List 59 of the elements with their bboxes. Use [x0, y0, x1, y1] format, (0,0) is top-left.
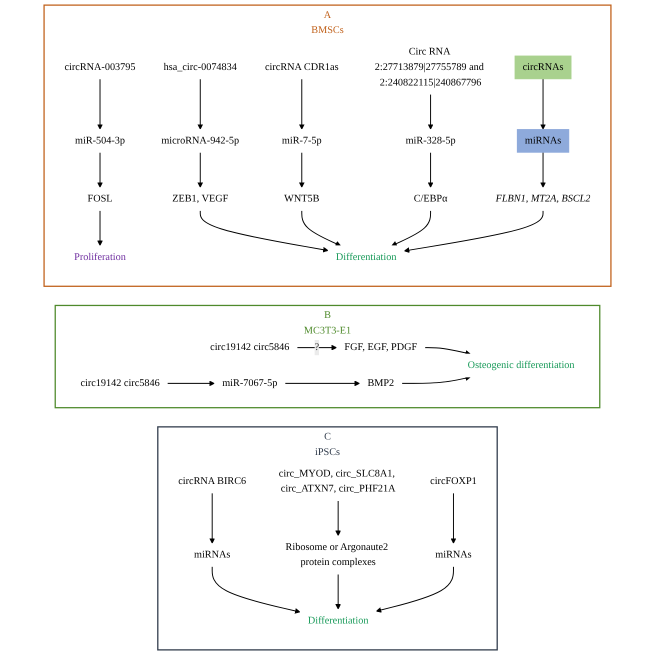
- node-box: miRNAs: [516, 129, 570, 153]
- arrow: [424, 347, 471, 356]
- arrow: [391, 210, 432, 246]
- node-text: circ19142 circ5846: [80, 378, 160, 389]
- node-text: circFOXP1: [430, 476, 477, 487]
- arrow: [296, 344, 337, 350]
- arrow: [97, 78, 103, 130]
- arrow: [298, 152, 305, 188]
- arrow: [166, 380, 215, 386]
- node-text: miR-7-5p: [282, 135, 322, 146]
- arrow: [376, 566, 454, 613]
- node-text: hsa_circ-0074834: [164, 62, 237, 73]
- arrow: [212, 566, 300, 614]
- node-text: miR-504-3p: [75, 135, 126, 146]
- node-text: Osteogenic differentiation: [468, 360, 575, 371]
- node-text: miR-7067-5p: [222, 378, 278, 389]
- arrow: [298, 78, 305, 130]
- arrow: [335, 500, 341, 536]
- node-text: Circ RNA 2:27713879|27755789 and 2:240822115|240867796: [374, 46, 484, 88]
- node-label: A: [324, 10, 332, 20]
- node-text: miRNAs: [194, 549, 230, 560]
- arrow: [97, 152, 103, 188]
- node-text: FLBN1, MT2A, BSCL2: [496, 193, 590, 204]
- node-text: miR-328-5p: [406, 135, 456, 146]
- node-text: FGF, EGF, PDGF: [344, 342, 418, 353]
- arrow: [401, 375, 471, 384]
- arrow: [197, 78, 204, 130]
- node-text: ZEB1, VEGF: [172, 193, 228, 204]
- node-text: FOSL: [88, 193, 113, 204]
- node-text: Differentiation: [308, 615, 368, 626]
- node-text: circRNA CDR1as: [265, 62, 339, 73]
- arrow: [404, 210, 544, 253]
- node-label: B: [324, 310, 331, 321]
- arrow: [97, 210, 103, 246]
- node-text: circ_MYOD, circ_SLC8A1, circ_ATXN7, circ_PHF21A: [278, 468, 396, 494]
- arrow: [428, 152, 434, 188]
- arrow: [540, 152, 546, 188]
- arrow: [197, 152, 204, 188]
- arrow: [284, 380, 360, 386]
- arrow: [335, 574, 341, 610]
- node-text: Ribosome or Argonaute2 protein complexes: [286, 542, 388, 568]
- arrow: [200, 210, 328, 252]
- node-text: BMP2: [367, 378, 394, 389]
- node-text: circ19142 circ5846: [210, 342, 290, 353]
- node-text: WNT5B: [284, 193, 320, 204]
- node-label: C: [324, 431, 331, 442]
- arrow: [450, 492, 456, 544]
- node-text: microRNA-942-5p: [161, 135, 240, 146]
- node-text: circRNA BIRC6: [178, 476, 246, 487]
- node-text: C/EBPα: [414, 193, 448, 204]
- node-box: circRNAs: [514, 56, 572, 80]
- node-text: circRNA-003795: [64, 62, 136, 73]
- arrow: [209, 492, 215, 544]
- node-text: Proliferation: [74, 251, 126, 262]
- arrow: [301, 210, 341, 246]
- arrow: [428, 94, 434, 130]
- arrow: [540, 78, 546, 130]
- edge-label: ?: [314, 342, 320, 353]
- node-text: miRNAs: [435, 549, 472, 560]
